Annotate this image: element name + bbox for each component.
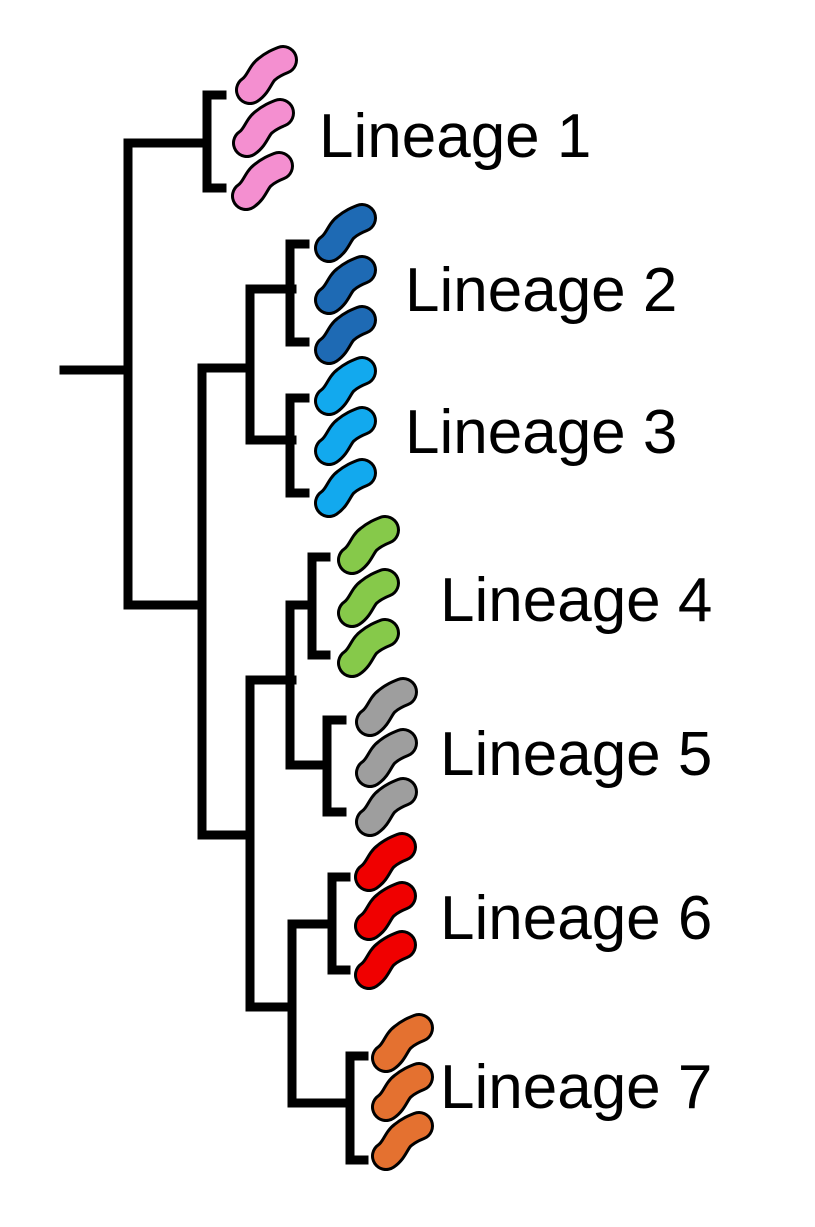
lineage-4-label: Lineage 4: [440, 566, 713, 635]
rod-bacterium-icon: [354, 930, 417, 990]
lineage-3-label: Lineage 3: [405, 398, 678, 467]
clade-2-7-branch: [197, 363, 255, 840]
rod-bacterium-icon: [232, 98, 295, 158]
clade-6-7-branch: [287, 919, 355, 1108]
rod-bacterium-icon: [337, 568, 400, 628]
bacterium-body: [374, 1114, 431, 1168]
rod-bacterium-icon: [355, 777, 418, 837]
bacterium-body: [317, 409, 374, 463]
rod-bacterium-icon: [314, 255, 377, 315]
rod-bacterium-icon: [355, 677, 418, 737]
rod-bacterium-icon: [337, 618, 400, 678]
rod-bacterium-icon: [314, 356, 377, 416]
rod-bacterium-icon: [354, 881, 417, 941]
clade-4-7-branch: [245, 675, 297, 1012]
bacterium-body: [358, 680, 415, 734]
bacterium-body: [235, 101, 292, 155]
lineage-7-label: Lineage 7: [440, 1053, 713, 1122]
lineage-6-label: Lineage 6: [440, 884, 713, 953]
bacterium-body: [317, 258, 374, 312]
clade-4-5-branch: [285, 600, 332, 770]
rod-bacterium-icon: [235, 45, 298, 105]
lineage-2-label: Lineage 2: [405, 256, 678, 325]
lineage-6-bracket: [327, 872, 351, 975]
lineage-4-bracket: [307, 552, 331, 660]
lineage-3-bracket: [285, 393, 310, 498]
bacterium-body: [374, 1016, 431, 1070]
rod-bacterium-icon: [314, 305, 377, 365]
bacterium-body: [358, 780, 415, 834]
lineage-1-bracket: [202, 90, 227, 193]
root-node-branch: [123, 138, 210, 610]
rod-bacterium-icon: [354, 832, 417, 892]
rod-bacterium-icon: [231, 151, 294, 211]
bacterium-body: [358, 731, 415, 785]
bacterium-body: [238, 48, 295, 102]
bacterium-body: [340, 518, 397, 572]
rod-bacterium-icon: [371, 1013, 434, 1073]
bacterium-body: [317, 308, 374, 362]
bacterium-body: [340, 571, 397, 625]
rod-bacterium-icon: [355, 728, 418, 788]
bacterium-body: [317, 359, 374, 413]
bacterium-body: [357, 835, 414, 889]
bacterium-body: [374, 1065, 431, 1119]
rod-bacterium-icon: [314, 406, 377, 466]
lineage-1-label: Lineage 1: [319, 102, 592, 171]
rod-bacterium-icon: [371, 1111, 434, 1171]
bacteria-icons: [231, 45, 434, 1171]
bacterium-body: [340, 621, 397, 675]
bacterium-body: [357, 933, 414, 987]
rod-bacterium-icon: [314, 458, 377, 518]
lineage-2-bracket: [285, 239, 310, 347]
bacterium-body: [317, 461, 374, 515]
bacterium-body: [234, 154, 291, 208]
bacterium-body: [317, 206, 374, 260]
rod-bacterium-icon: [314, 203, 377, 263]
lineage-5-label: Lineage 5: [440, 720, 713, 789]
rod-bacterium-icon: [337, 515, 400, 575]
lineage-5-bracket: [322, 715, 347, 817]
lineage-7-bracket: [345, 1051, 369, 1165]
rod-bacterium-icon: [371, 1062, 434, 1122]
bacterium-body: [357, 884, 414, 938]
clade-2-3-branch: [245, 284, 297, 445]
tree-branches: [59, 90, 369, 1165]
